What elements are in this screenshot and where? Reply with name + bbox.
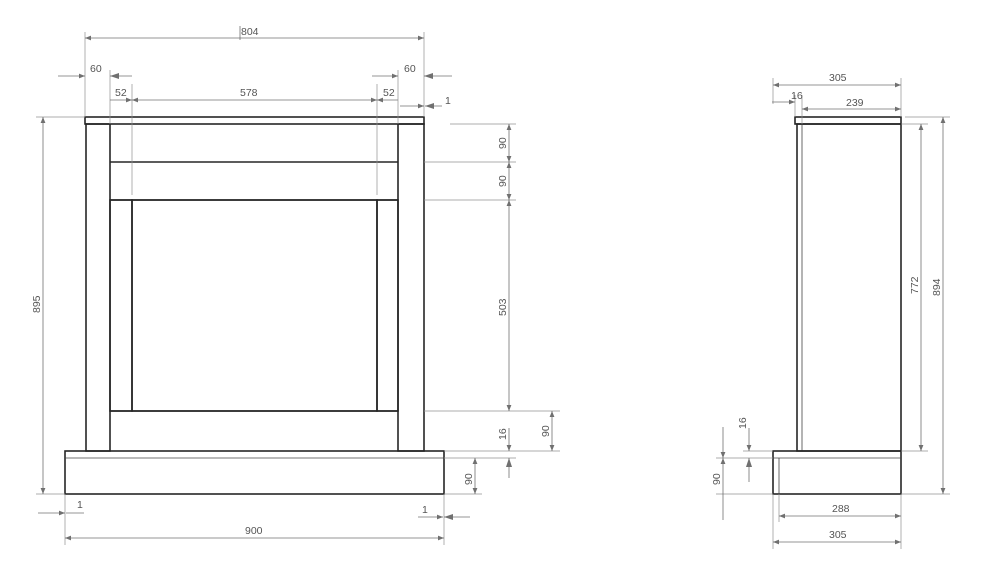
dim-label-52-left: 52 [115, 87, 127, 99]
dim-label-288: 288 [832, 503, 850, 515]
dim-label-305-bottom: 305 [829, 529, 847, 541]
front-inner-left-pilaster [109, 199, 133, 412]
dim-label-90-top: 90 [497, 137, 509, 149]
dim-label-16-side: 16 [737, 417, 749, 429]
dim-label-578: 578 [240, 87, 258, 99]
side-top-shelf [794, 116, 902, 125]
dim-label-52-right: 52 [383, 87, 395, 99]
dim-label-60-left: 60 [90, 63, 102, 75]
dim-label-90-lower: 90 [540, 425, 552, 437]
dim-label-16-front: 16 [497, 428, 509, 440]
front-fire-opening [131, 199, 378, 412]
dim-label-503: 503 [497, 298, 509, 316]
dim-label-804: 804 [241, 26, 259, 38]
side-view: 305 16 239 772 894 16 90 288 [711, 72, 950, 549]
dim-label-900: 900 [245, 525, 263, 537]
dim-label-1-bottom-left: 1 [77, 499, 83, 511]
dim-label-90-plinth: 90 [463, 473, 475, 485]
dim-label-90-side: 90 [711, 473, 723, 485]
side-body [796, 123, 902, 452]
front-left-pillar [85, 123, 111, 452]
dim-label-239: 239 [846, 97, 864, 109]
front-inner-right-pilaster [376, 199, 399, 412]
dim-label-1-top: 1 [445, 95, 451, 107]
front-top-shelf [84, 116, 425, 125]
dim-label-305-top: 305 [829, 72, 847, 84]
front-view: 804 60 52 578 52 60 1 895 [31, 26, 560, 545]
front-plinth [64, 450, 445, 495]
front-right-pillar [397, 123, 425, 452]
side-plinth [772, 450, 902, 495]
dim-label-1-bottom-right: 1 [422, 504, 428, 516]
dim-label-90-second: 90 [497, 175, 509, 187]
dim-label-895: 895 [31, 295, 43, 313]
dim-label-772: 772 [909, 276, 921, 294]
dim-label-16-top: 16 [791, 90, 803, 102]
dim-label-60-right: 60 [404, 63, 416, 75]
dim-label-894: 894 [931, 278, 943, 296]
